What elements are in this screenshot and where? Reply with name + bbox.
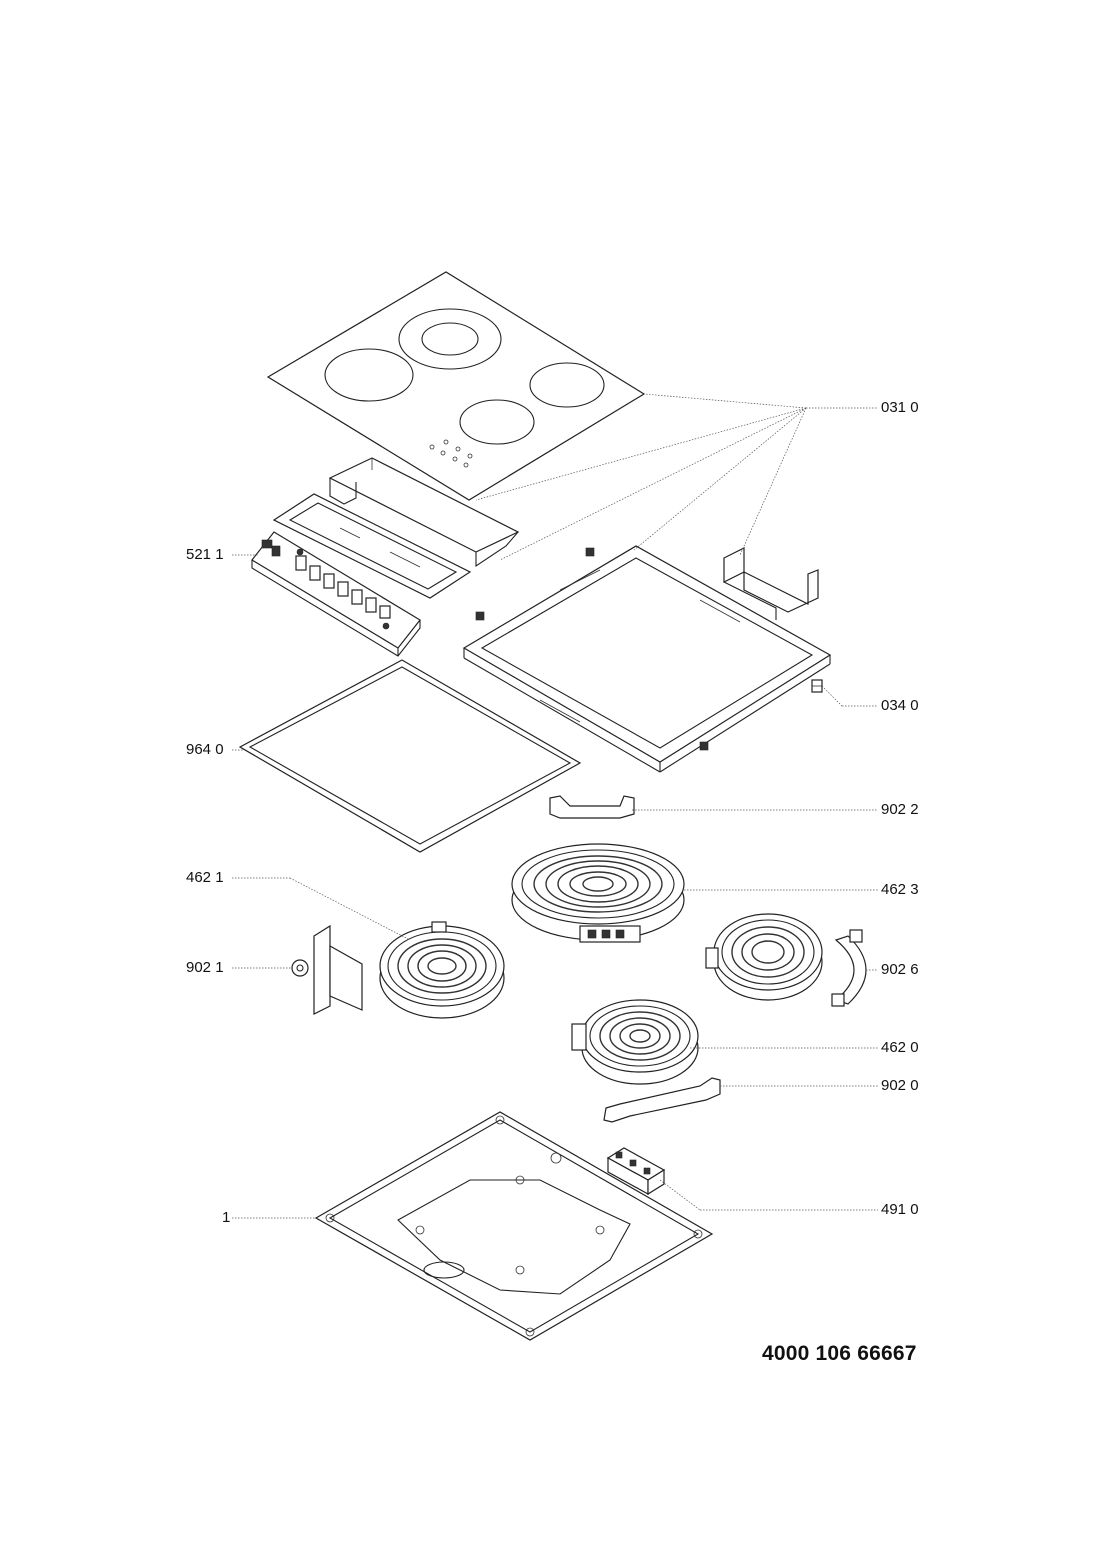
frame-clip (811, 679, 823, 693)
terminal-block (606, 1147, 666, 1196)
control-board (251, 531, 421, 657)
heater-small (571, 999, 699, 1085)
main-frame (462, 545, 832, 773)
label-bracket-right: 902 6 (881, 961, 919, 978)
label-frame-clip: 034 0 (881, 697, 919, 714)
bracket-right (831, 929, 867, 1007)
label-control-board: 521 1 (186, 546, 224, 563)
base-tray (314, 1111, 714, 1341)
label-bracket-bottom: 902 0 (881, 1077, 919, 1094)
label-base-tray: 1 (222, 1209, 231, 1226)
label-heater-left: 462 1 (186, 869, 224, 886)
heater-right (705, 913, 823, 1001)
control-bracket (328, 457, 520, 568)
control-frame (272, 493, 472, 599)
heater-left (379, 921, 505, 1019)
right-bracket (723, 547, 819, 620)
glass-top-panel (266, 271, 646, 501)
bracket-bottom (603, 1077, 721, 1123)
label-heater-large: 462 3 (881, 881, 919, 898)
heater-large (511, 843, 685, 943)
label-bracket-top: 902 2 (881, 801, 919, 818)
document-number: 4000 106 66667 (762, 1342, 917, 1365)
frame-gasket (238, 659, 582, 853)
label-frame-gasket: 964 0 (186, 741, 224, 758)
bracket-top (549, 795, 635, 819)
label-glass-top: 031 0 (881, 399, 919, 416)
leader-lines (232, 393, 878, 1219)
label-terminal-block: 491 0 (881, 1201, 919, 1218)
label-heater-small: 462 0 (881, 1039, 919, 1056)
touch-control-dots (429, 439, 473, 468)
label-bracket-left: 902 1 (186, 959, 224, 976)
bracket-left (291, 924, 363, 1015)
